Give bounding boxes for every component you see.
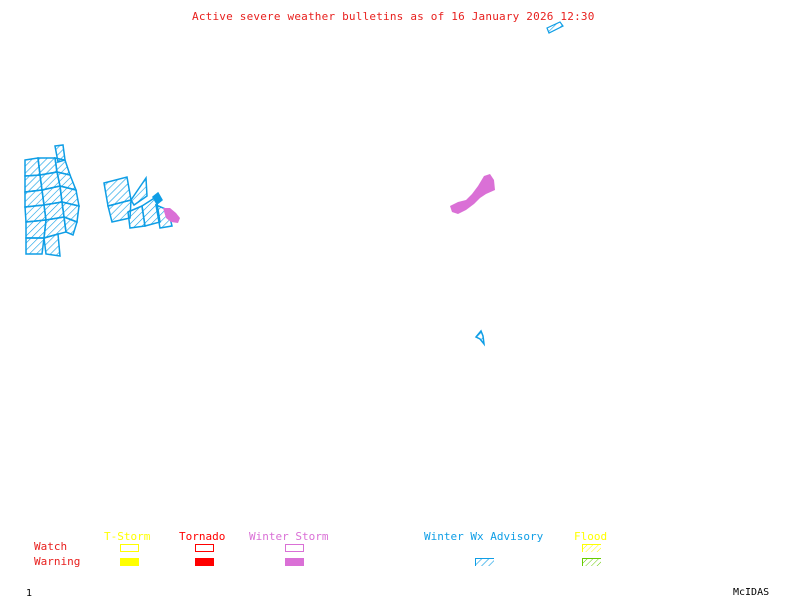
winter-storm-warning-west [163, 208, 180, 223]
winter-wx-advisory-northeast [546, 21, 564, 34]
advisory-zone [24, 189, 45, 208]
legend-label-tornado: Tornado [179, 530, 226, 543]
winter-storm-warning-east [450, 174, 495, 214]
tornado-warning-swatch [195, 558, 214, 566]
advisory-zone [152, 191, 163, 206]
tornado-watch-swatch [195, 544, 214, 552]
tstorm-warning-swatch [120, 558, 139, 566]
winter-wx-advisory-west-cluster [24, 144, 80, 257]
advisory-zone [25, 219, 47, 239]
advisory-zone [25, 237, 45, 255]
legend-label-flood: Flood [574, 530, 608, 543]
frame-number: 1 [26, 588, 33, 599]
winter-storm-watch-swatch [285, 544, 304, 552]
advisory-zone [130, 175, 148, 207]
legend-label-tstorm: T-Storm [104, 530, 151, 543]
software-label: McIDAS [733, 587, 770, 598]
legend-label-winter-wx-advisory: Winter Wx Advisory [424, 530, 544, 543]
winter-wx-advisory-east-small [474, 329, 486, 347]
tstorm-watch-swatch [120, 544, 139, 552]
winter-wx-advisory-swatch [475, 558, 494, 566]
flood-warning-swatch [582, 558, 601, 566]
winter-storm-warning-swatch [285, 558, 304, 566]
flood-watch-swatch [582, 544, 601, 552]
advisory-zone [43, 233, 61, 257]
winter-wx-advisory-west-central [103, 175, 173, 229]
advisory-zone [63, 215, 78, 237]
legend-row-warning: Warning [34, 555, 81, 568]
legend-label-winter-storm: Winter Storm [249, 530, 329, 543]
advisory-zone [24, 204, 47, 223]
advisory-zone [24, 174, 43, 193]
bulletin-title: Active severe weather bulletins as of 16… [192, 10, 595, 23]
legend-row-watch: Watch [34, 540, 68, 553]
